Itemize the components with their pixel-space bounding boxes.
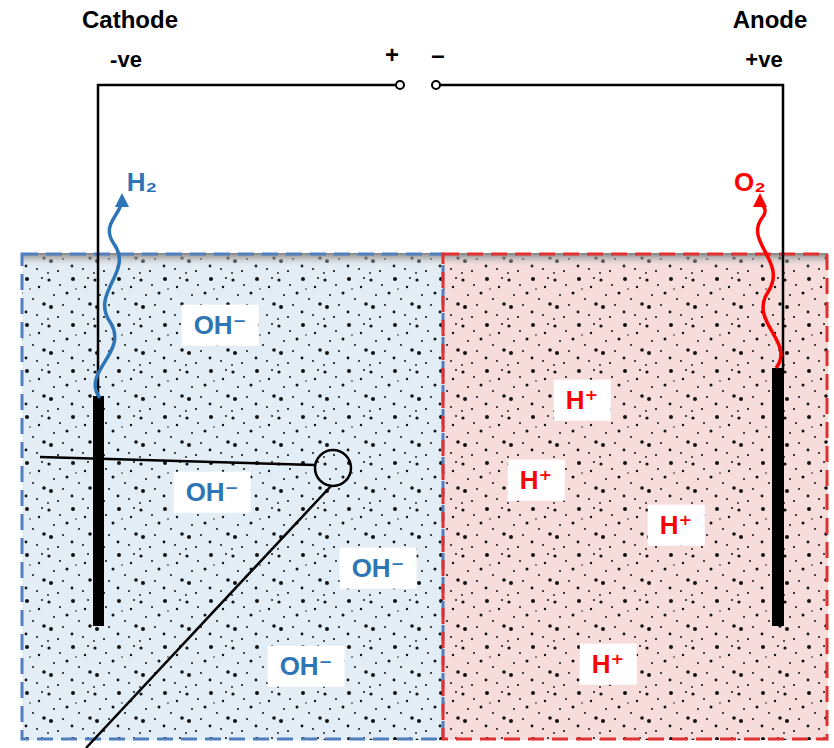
ion-label: OH⁻ <box>340 548 417 589</box>
ion-label: H⁺ <box>508 460 565 501</box>
magnifier-circle <box>315 450 351 486</box>
terminal <box>396 81 404 89</box>
oxygen-gas-arrow <box>758 200 781 368</box>
ion-label: OH⁻ <box>174 472 251 513</box>
gas-label: H₂ <box>127 168 157 197</box>
polarity-label: -ve <box>110 48 142 72</box>
polarity-label: +ve <box>745 48 782 72</box>
ion-label: OH⁻ <box>182 305 259 346</box>
terminal-sign: – <box>431 42 444 68</box>
terminal-sign: + <box>385 42 399 68</box>
ion-label: H⁺ <box>554 380 611 421</box>
hydrogen-gas-arrow <box>95 200 122 398</box>
electrode-name: Anode <box>733 7 808 33</box>
cathode-region-outline <box>22 254 443 739</box>
gas-label: O₂ <box>734 168 766 197</box>
cathode-wire <box>98 85 396 398</box>
cathode-electrode <box>93 396 104 626</box>
ion-label: OH⁻ <box>268 646 345 687</box>
anode-electrode <box>772 368 784 626</box>
ion-label: H⁺ <box>580 644 637 685</box>
porous-texture <box>22 253 828 740</box>
zoom-line <box>86 486 331 748</box>
zoom-line <box>40 457 315 465</box>
ion-label: H⁺ <box>648 505 705 546</box>
electrode-name: Cathode <box>82 7 178 33</box>
terminal <box>432 81 440 89</box>
anode-wire <box>440 85 783 370</box>
